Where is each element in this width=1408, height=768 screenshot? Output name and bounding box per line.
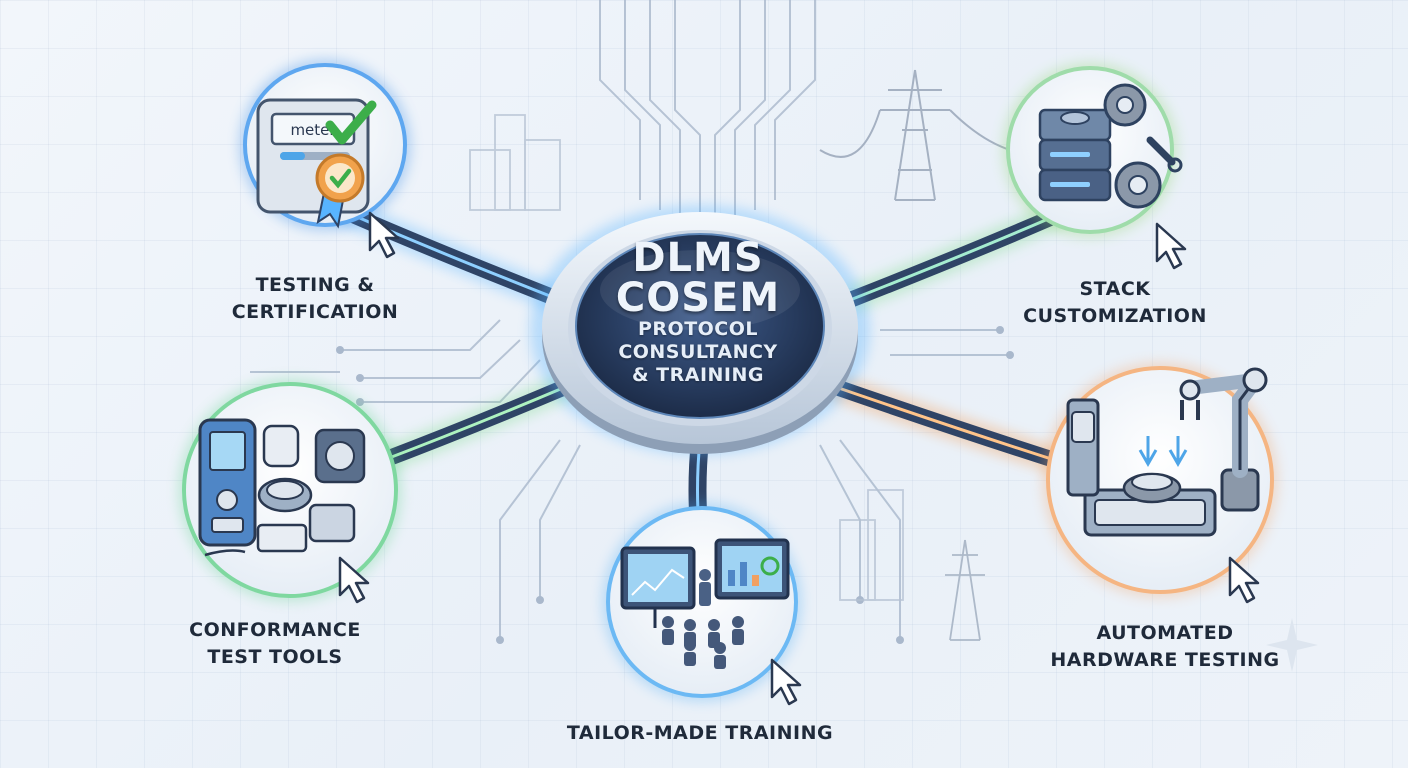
hub-title-line1: DLMS <box>632 235 764 281</box>
cursor-icon <box>338 556 370 604</box>
node-label-line: TAILOR-MADE TRAINING <box>566 722 834 744</box>
meter-label: meter <box>290 121 336 139</box>
node-label-line: TEST TOOLS <box>207 646 343 668</box>
meter-certificate-icon: meter <box>256 98 377 229</box>
node-label-line: CERTIFICATION <box>231 301 399 323</box>
node-label-line: CONFORMANCE <box>189 619 361 641</box>
node-label-line: HARDWARE TESTING <box>1050 649 1280 671</box>
cursor-icon <box>770 658 802 706</box>
node-label-line: STACK <box>1079 278 1151 300</box>
robot-arm-icon <box>1066 367 1268 537</box>
server-gears-icon <box>1038 83 1183 209</box>
connector-rails <box>324 193 1086 542</box>
central-hub <box>530 205 870 455</box>
circuit-nodes <box>336 326 1014 644</box>
hub-subtitle-line1: PROTOCOL <box>637 318 759 340</box>
cursor-icon <box>368 211 400 259</box>
hub-title-line2: COSEM <box>615 275 781 321</box>
node-label-conformance[interactable]: CONFORMANCE TEST TOOLS <box>160 617 390 671</box>
node-label-line: CUSTOMIZATION <box>1023 305 1207 327</box>
power-pylon-icon <box>819 69 1011 201</box>
node-label-stack[interactable]: STACK CUSTOMIZATION <box>1000 276 1230 330</box>
node-label-training[interactable]: TAILOR-MADE TRAINING <box>540 720 860 747</box>
hub-subtitle-line2: CONSULTANCY <box>618 341 778 363</box>
power-pylon-small-icon <box>945 539 985 641</box>
hub-label: DLMS COSEM PROTOCOL CONSULTANCY & TRAINI… <box>548 238 848 387</box>
node-label-line: AUTOMATED <box>1096 622 1234 644</box>
city-buildings <box>469 114 904 601</box>
node-label-line: TESTING & <box>255 274 375 296</box>
node-label-testing[interactable]: TESTING & CERTIFICATION <box>200 272 430 326</box>
cursor-icon <box>1228 556 1260 604</box>
hub-subtitle-line3: & TRAINING <box>631 364 765 386</box>
classroom-icon <box>620 538 790 669</box>
sparkle-icon <box>1266 618 1318 672</box>
cursor-icon <box>1155 222 1187 270</box>
node-label-hardware[interactable]: AUTOMATED HARDWARE TESTING <box>1030 620 1300 674</box>
test-devices-icon <box>198 418 366 557</box>
